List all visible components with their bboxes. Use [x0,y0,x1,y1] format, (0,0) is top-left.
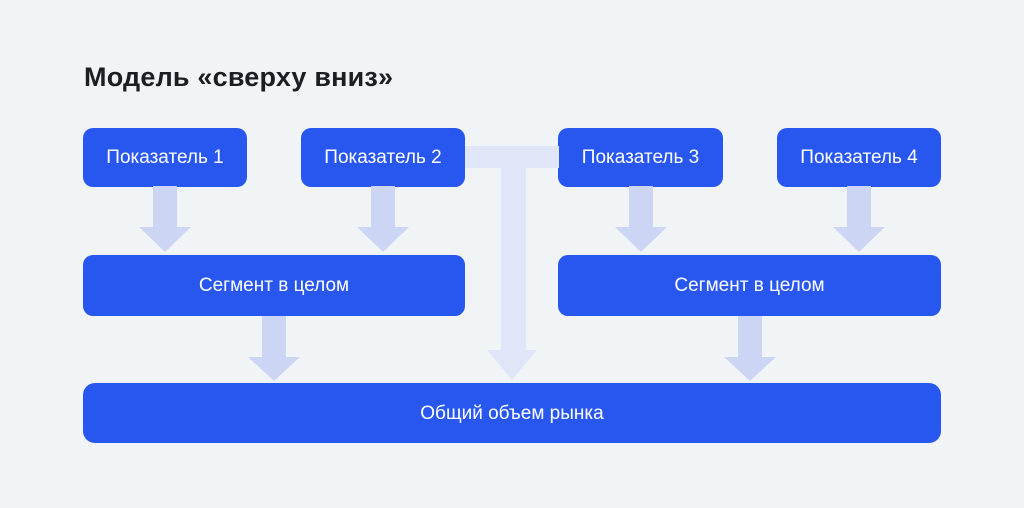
node-indicator-3: Показатель 3 [558,128,723,187]
node-indicator-2: Показатель 2 [301,128,465,187]
node-segment-right: Сегмент в целом [558,255,941,316]
arrow-down-icon [833,186,885,252]
arrow-down-icon [248,316,300,381]
arrow-down-icon [724,316,776,381]
center-arrow-down-connector [465,146,559,380]
node-indicator-4: Показатель 4 [777,128,941,187]
arrow-down-icon [615,186,667,252]
node-segment-left: Сегмент в целом [83,255,465,316]
node-total-market: Общий объем рынка [83,383,941,443]
node-indicator-1: Показатель 1 [83,128,247,187]
arrow-down-icon [139,186,191,252]
diagram-title: Модель «сверху вниз» [84,62,394,92]
arrow-down-icon [357,186,409,252]
